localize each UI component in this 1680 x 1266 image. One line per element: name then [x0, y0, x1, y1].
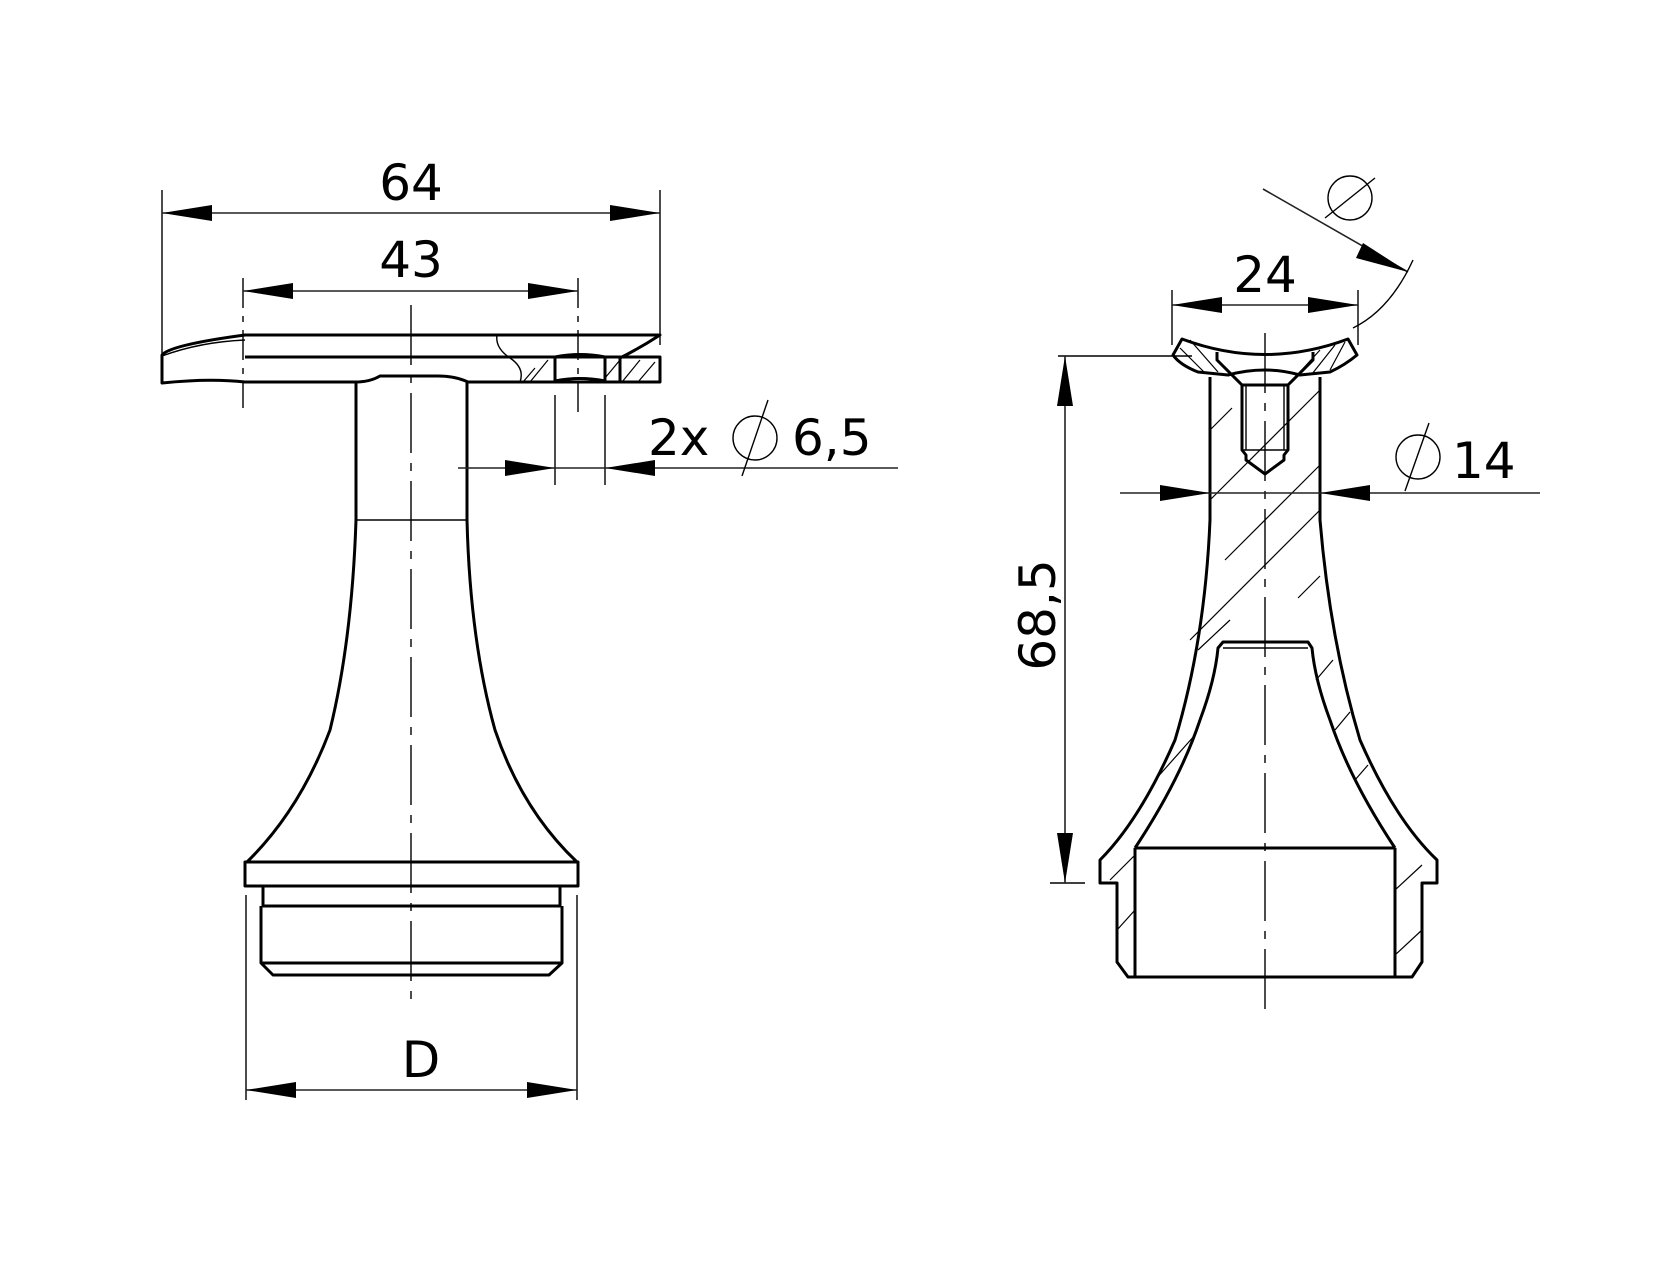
screw [1215, 352, 1315, 476]
section-view: 24 14 [1009, 175, 1540, 1010]
top-plate [160, 333, 662, 385]
dimension-D: D [246, 1031, 577, 1098]
dimension-holes: 2x 6,5 [458, 399, 898, 477]
section-body [1098, 377, 1439, 979]
dim-label-64: 64 [379, 154, 443, 212]
dim-label-43: 43 [379, 231, 443, 289]
dimension-24: 24 [1171, 246, 1359, 345]
diameter-symbol-icon [732, 399, 778, 477]
dim-label-holes-prefix: 2x [648, 409, 709, 467]
front-view: 64 43 2x 6,5 D [160, 154, 898, 1100]
dimension-68-5: 68,5 [1009, 355, 1192, 884]
base-collar [243, 860, 580, 977]
stem-body [245, 382, 579, 864]
dimension-64: 64 [162, 154, 660, 221]
dim-label-14: 14 [1452, 432, 1516, 490]
dim-label-holes-value: 6,5 [792, 409, 872, 467]
dim-label-68-5: 68,5 [1009, 559, 1067, 670]
dimension-saddle-diameter [1262, 175, 1414, 329]
dimension-14: 14 [1120, 422, 1540, 501]
dim-label-24: 24 [1233, 246, 1297, 304]
diameter-symbol-icon [1324, 175, 1376, 221]
dimension-43: 43 [243, 231, 578, 299]
diameter-symbol-icon [1395, 422, 1441, 492]
dim-label-D: D [402, 1031, 441, 1089]
